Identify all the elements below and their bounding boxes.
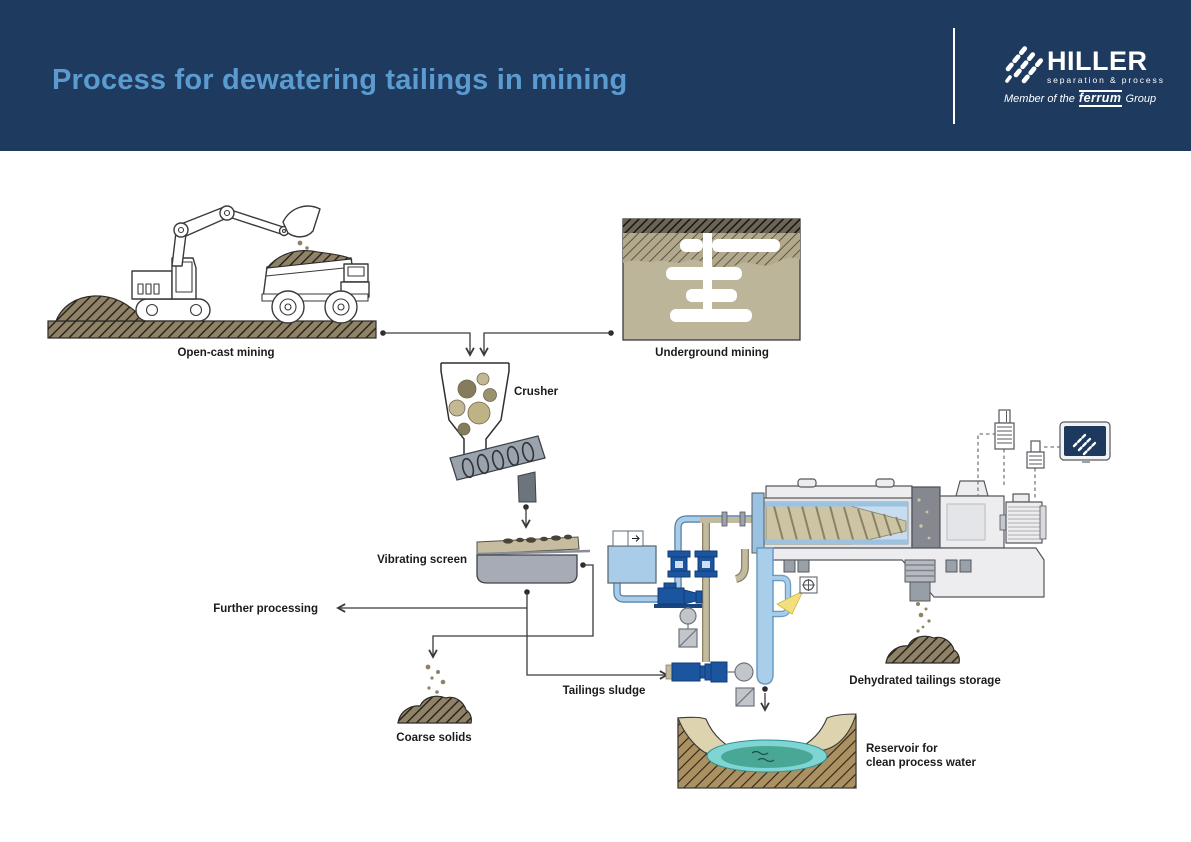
- solids-discharge-housing: [911, 486, 941, 549]
- ground-strip: [47, 320, 377, 339]
- underground-mining-illustration: Underground mining: [622, 218, 801, 359]
- control-system: [977, 409, 1111, 500]
- membership-suffix: Group: [1125, 92, 1157, 105]
- flow-line-centrate-to-reservoir: [760, 686, 770, 712]
- valve-icon-tan-line: [694, 550, 718, 578]
- hiller-screw-icon: [1005, 44, 1044, 84]
- screw-flights: [773, 505, 903, 545]
- falling-particles-coarse: [425, 664, 446, 694]
- vibrating-screen-illustration: Vibrating screen: [377, 534, 591, 584]
- label-coarse-solids: Coarse solids: [396, 732, 471, 744]
- flow-line-underground-to-crusher: [479, 330, 614, 357]
- feed-system: [607, 511, 758, 707]
- buffer-tank: [607, 545, 657, 584]
- valve-icon-blue-line: [667, 550, 691, 578]
- excavator-icon: [131, 205, 321, 322]
- screen-material: [503, 534, 572, 544]
- instrument-icon-sludge: [727, 662, 755, 707]
- flow-line-screen-to-coarse-solids: [428, 562, 594, 659]
- dashed-signal-line-1: [977, 433, 996, 495]
- dehydrated-tailings-pile-icon: Dehydrated tailings storage: [849, 635, 1001, 687]
- flow-line-screen-to-tailings-sludge: [524, 589, 669, 680]
- discharge-chute: [909, 581, 931, 602]
- flow-line-crusher-to-screen: [521, 504, 531, 529]
- mine-shaft: [666, 233, 780, 322]
- reservoir-illustration: Reservoir for clean process water: [677, 713, 976, 789]
- label-crusher: Crusher: [514, 386, 559, 398]
- label-vibrating-screen: Vibrating screen: [377, 554, 467, 566]
- machine-skid: [757, 547, 1045, 598]
- pressure-sensor-icon: [1026, 440, 1045, 469]
- label-dehydrated-tailings-storage: Dehydrated tailings storage: [849, 675, 1000, 687]
- screw-conveyor-icon: [449, 435, 546, 503]
- turbidity-sensor-icon: [776, 576, 818, 615]
- label-reservoir-line2: clean process water: [866, 757, 976, 769]
- feed-pipe-tan-half: [700, 517, 758, 523]
- sludge-pump-icon: [665, 661, 728, 683]
- falling-particles-solids: [916, 602, 931, 633]
- spoil-pile-icon: [55, 295, 148, 322]
- label-open-cast-mining: Open-cast mining: [177, 347, 274, 359]
- brand-text: HILLER separation & process: [1047, 45, 1165, 85]
- sensor-beam: [776, 590, 804, 615]
- instrument-icon-feed: [678, 607, 698, 648]
- flow-line-further-processing: Further processing: [213, 603, 527, 615]
- brand-name: HILLER: [1047, 45, 1148, 76]
- dump-truck-icon: [261, 250, 370, 324]
- truck-load: [265, 250, 353, 269]
- coarse-solids-pile-icon: Coarse solids: [396, 664, 472, 744]
- page-title: Process for dewatering tailings in minin…: [52, 64, 628, 96]
- brand-logo: HILLER separation & process Member of th…: [953, 28, 1165, 124]
- centrate-pipe: [756, 547, 774, 685]
- decanter-centrifuge-illustration: [734, 478, 1047, 685]
- crusher-illustration: Crusher: [440, 362, 559, 529]
- level-sensor-icon: [994, 409, 1015, 450]
- membership-prefix: Member of the: [1004, 92, 1075, 105]
- crusher-rocks: [448, 372, 497, 436]
- brand-membership: Member of the ferrum Group: [1004, 90, 1165, 108]
- brand-tagline: separation & process: [1047, 75, 1165, 85]
- open-cast-mining-illustration: Open-cast mining: [47, 205, 377, 359]
- screen-tub: [476, 554, 578, 584]
- bowl-cover: [765, 485, 913, 500]
- feed-pump-icon: [654, 582, 703, 608]
- label-underground-mining: Underground mining: [655, 347, 769, 359]
- tank-control-box: [612, 530, 644, 547]
- tablet-screen: [1064, 426, 1106, 456]
- bowl-left-end: [751, 492, 765, 554]
- label-reservoir-line1: Reservoir for: [866, 743, 938, 755]
- label-tailings-sludge: Tailings sludge: [563, 685, 646, 697]
- tablet-screw-icon: [1072, 432, 1098, 456]
- topsoil-layer: [623, 219, 800, 233]
- control-tablet-icon: [1059, 421, 1111, 463]
- membership-ferrum: ferrum: [1078, 90, 1122, 108]
- label-further-processing: Further processing: [213, 603, 318, 615]
- flow-line-opencast-to-crusher: [380, 330, 475, 357]
- header: Process for dewatering tailings in minin…: [0, 0, 1191, 151]
